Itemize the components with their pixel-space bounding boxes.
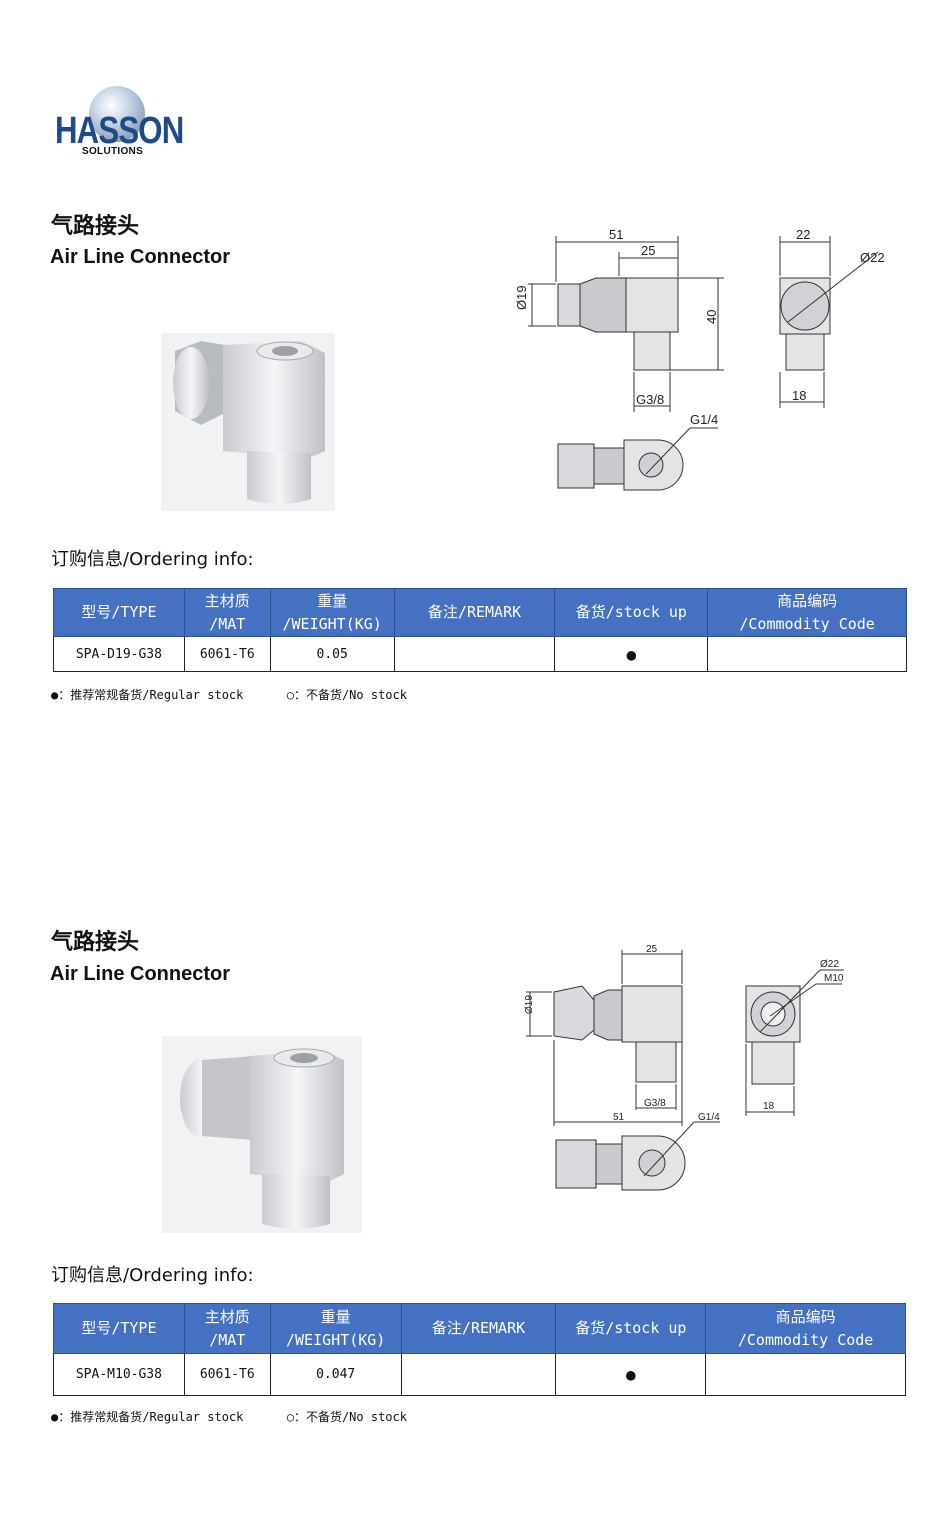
header-code: 商品编码/Commodity Code [705,1303,906,1354]
product-2-title-cn: 气路接头 [51,930,140,955]
dim-top-thread: M10 [824,973,844,984]
logo-subtext: SOLUTIONS [82,146,144,157]
cell-type: SPA-D19-G38 [53,636,185,672]
table-row: SPA-D19-G38 6061-T6 0.05 ● [53,636,907,672]
dim-side-thread: G1/4 [690,412,718,427]
product-1-title-cn: 气路接头 [51,214,140,239]
cell-weight: 0.047 [269,1353,402,1396]
table-header-row: 型号/TYPE 主材质/MAT 重量/WEIGHT(KG) 备注/REMARK … [53,588,907,637]
product-1-legend: ●：推荐常规备货/Regular stock ○：不备货/No stock [51,688,407,702]
dim-total-length: 51 [613,1112,625,1123]
header-stock: 备货/stock up [555,1303,707,1354]
dim-body-length: 25 [641,243,655,258]
cell-stock: ● [554,636,709,672]
dim-side-thread: G1/4 [698,1112,720,1123]
dim-height: 40 [704,310,719,324]
dim-total-length: 51 [609,227,623,242]
product-1-order-table: 型号/TYPE 主材质/MAT 重量/WEIGHT(KG) 备注/REMARK … [53,588,907,672]
header-mat: 主材质/MAT [183,1303,271,1354]
product-2-legend: ●：推荐常规备货/Regular stock ○：不备货/No stock [51,1410,407,1424]
header-type: 型号/TYPE [53,588,185,637]
cell-mat: 6061-T6 [183,1353,271,1396]
product-2-photo [162,1036,362,1233]
cell-stock: ● [555,1353,707,1396]
dim-top-diameter: Ø22 [820,959,839,970]
header-remark: 备注/REMARK [393,588,556,637]
header-weight: 重量/WEIGHT(KG) [269,1303,402,1354]
dim-left-diameter: Ø19 [524,995,535,1014]
product-2-order-table: 型号/TYPE 主材质/MAT 重量/WEIGHT(KG) 备注/REMARK … [53,1303,906,1396]
dim-left-diameter: Ø19 [514,285,529,310]
dim-stem: 18 [792,388,806,403]
cell-code [705,1353,906,1396]
table-header-row: 型号/TYPE 主材质/MAT 重量/WEIGHT(KG) 备注/REMARK … [53,1303,906,1354]
table-row: SPA-M10-G38 6061-T6 0.047 ● [53,1353,906,1396]
dim-top-diameter: Ø22 [860,250,885,265]
cell-remark [400,1353,557,1396]
hasson-logo: HASSON SOLUTIONS [55,86,184,162]
product-1-title-en: Air Line Connector [50,246,231,268]
cell-code [707,636,907,672]
globe-icon [89,86,145,142]
dim-bottom-thread: G3/8 [644,1098,666,1109]
header-remark: 备注/REMARK [400,1303,557,1354]
product-1-drawing: 51 25 Ø19 40 G3/8 22 Ø22 18 G1/4 [514,227,885,491]
header-weight: 重量/WEIGHT(KG) [269,588,395,637]
dim-stem: 18 [763,1101,775,1112]
product-1-photo [161,333,335,511]
header-stock: 备货/stock up [554,588,709,637]
product-2-drawing: 25 Ø19 G3/8 51 G1/4 Ø22 M10 18 [524,944,844,1191]
cell-type: SPA-M10-G38 [53,1353,185,1396]
header-type: 型号/TYPE [53,1303,185,1354]
dim-width: 22 [796,227,810,242]
header-code: 商品编码/Commodity Code [707,588,907,637]
cell-remark [393,636,556,672]
header-mat: 主材质/MAT [183,588,271,637]
logo-text: HASSON [55,110,184,152]
product-2-title-en: Air Line Connector [50,963,231,985]
dim-body-length: 25 [646,944,658,955]
product-2-ordering-label: 订购信息/Ordering info: [51,1265,254,1286]
product-1-ordering-label: 订购信息/Ordering info: [51,549,254,570]
cell-weight: 0.05 [269,636,395,672]
dim-bottom-thread: G3/8 [636,392,664,407]
cell-mat: 6061-T6 [183,636,271,672]
